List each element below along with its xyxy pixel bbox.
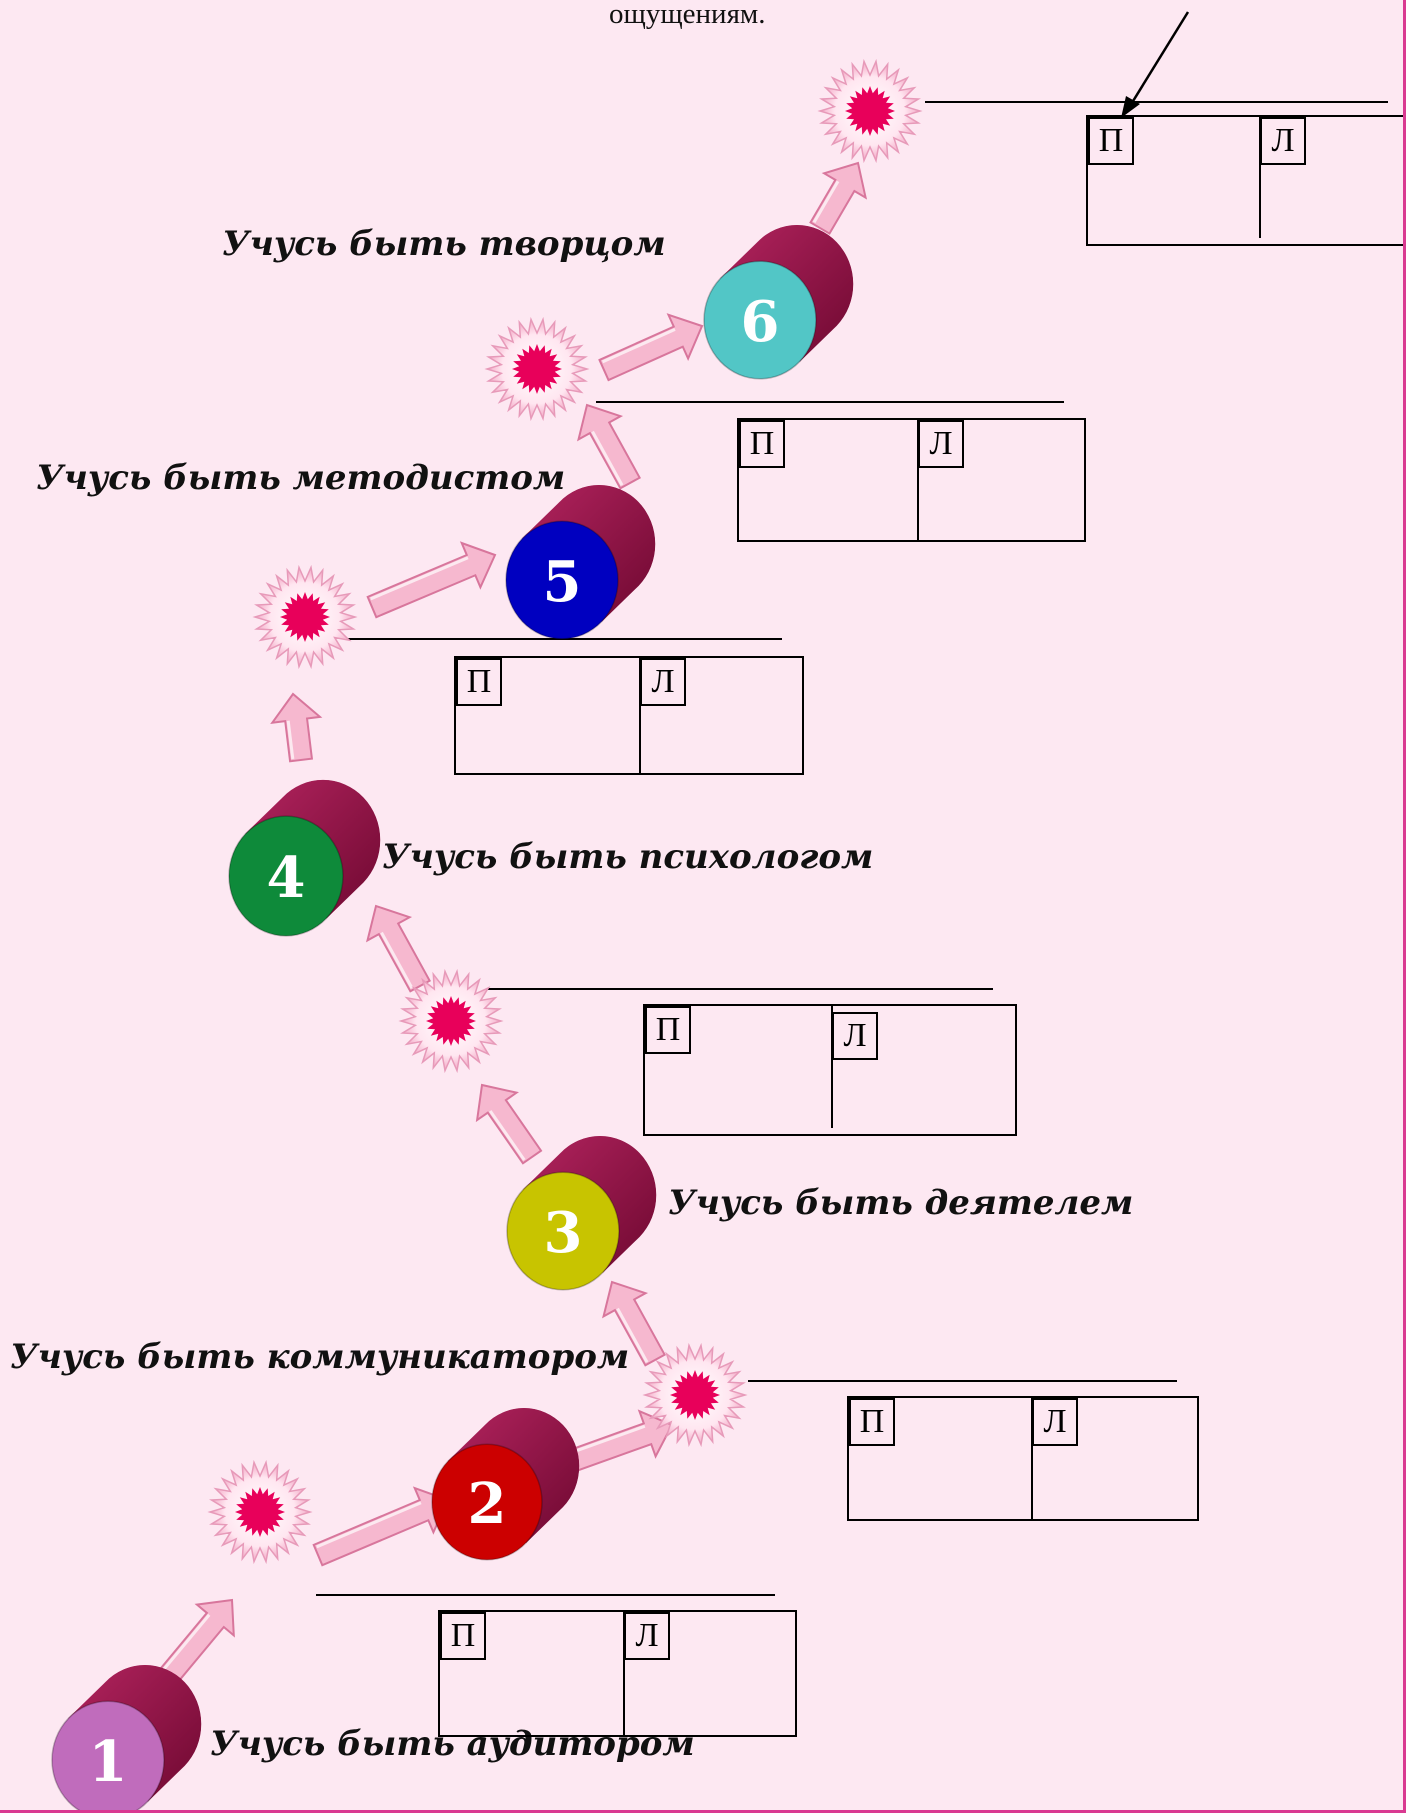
step-arrow [577, 403, 641, 490]
step-arrow [809, 161, 868, 235]
arrows-layer [152, 161, 868, 1693]
box-tag-p: П [645, 1006, 691, 1054]
box-tag-l: Л [832, 1012, 878, 1060]
step-label-6: Учусь быть творцом [222, 224, 666, 264]
top-note: ощущениям. [609, 0, 766, 30]
box-tag-p: П [739, 420, 785, 468]
step-arrow [270, 692, 323, 763]
burst-marker [207, 1459, 313, 1565]
step-number: 4 [267, 845, 306, 911]
step-label-1: Учусь быть аудитором [210, 1724, 695, 1764]
box-tag-l: Л [918, 420, 964, 468]
guide-lines [316, 101, 1388, 1596]
step-number: 1 [89, 1729, 128, 1795]
step-label-4: Учусь быть психологом [382, 837, 874, 877]
step-arrow [475, 1083, 543, 1165]
step-arrow [365, 904, 431, 993]
box-tag-p: П [849, 1398, 895, 1446]
step-number: 3 [544, 1200, 583, 1266]
pl-box-step-2: П Л [847, 1396, 1199, 1521]
step-number: 2 [468, 1471, 507, 1537]
box-tag-l: Л [640, 658, 686, 706]
step-arrow [366, 541, 497, 619]
burst-marker [484, 316, 590, 422]
step-label-3: Учусь быть деятелем [668, 1183, 1134, 1223]
step-arrow [602, 1280, 666, 1367]
step-cylinder-2: 2 [431, 1408, 580, 1561]
box-tag-l: Л [1260, 117, 1306, 165]
pl-box-step-4: П Л [454, 656, 804, 775]
box-tag-p: П [456, 658, 502, 706]
burst-marker [817, 58, 923, 164]
step-cylinder-4: 4 [228, 779, 381, 937]
step-label-5: Учусь быть методистом [36, 458, 566, 498]
burst-marker [398, 968, 504, 1074]
box-tag-l: Л [1032, 1398, 1078, 1446]
pl-box-step-3: П Л [643, 1004, 1017, 1136]
step-arrow [598, 313, 704, 382]
step-number: 6 [741, 289, 780, 355]
bursts-layer [207, 58, 923, 1565]
step-arrow [561, 1409, 674, 1475]
cylinders-layer: 1 2 3 4 5 6 [51, 224, 854, 1813]
burst-marker [642, 1342, 748, 1448]
step-cylinder-3: 3 [506, 1135, 657, 1291]
step-cylinder-5: 5 [505, 484, 656, 640]
step-cylinder-1: 1 [51, 1664, 202, 1813]
step-label-2: Учусь быть коммуникатором [10, 1337, 630, 1377]
pl-box-step-5: П Л [737, 418, 1086, 542]
box-tag-p: П [1088, 117, 1134, 165]
box-tag-l: Л [624, 1612, 670, 1660]
pointer-arrow [1121, 11, 1190, 118]
step-number: 5 [543, 549, 582, 615]
pl-box-step-6: П Л [1086, 115, 1406, 246]
burst-marker [252, 564, 358, 670]
box-tag-p: П [440, 1612, 486, 1660]
step-cylinder-6: 6 [703, 224, 854, 380]
pl-box-step-1: П Л [438, 1610, 797, 1737]
